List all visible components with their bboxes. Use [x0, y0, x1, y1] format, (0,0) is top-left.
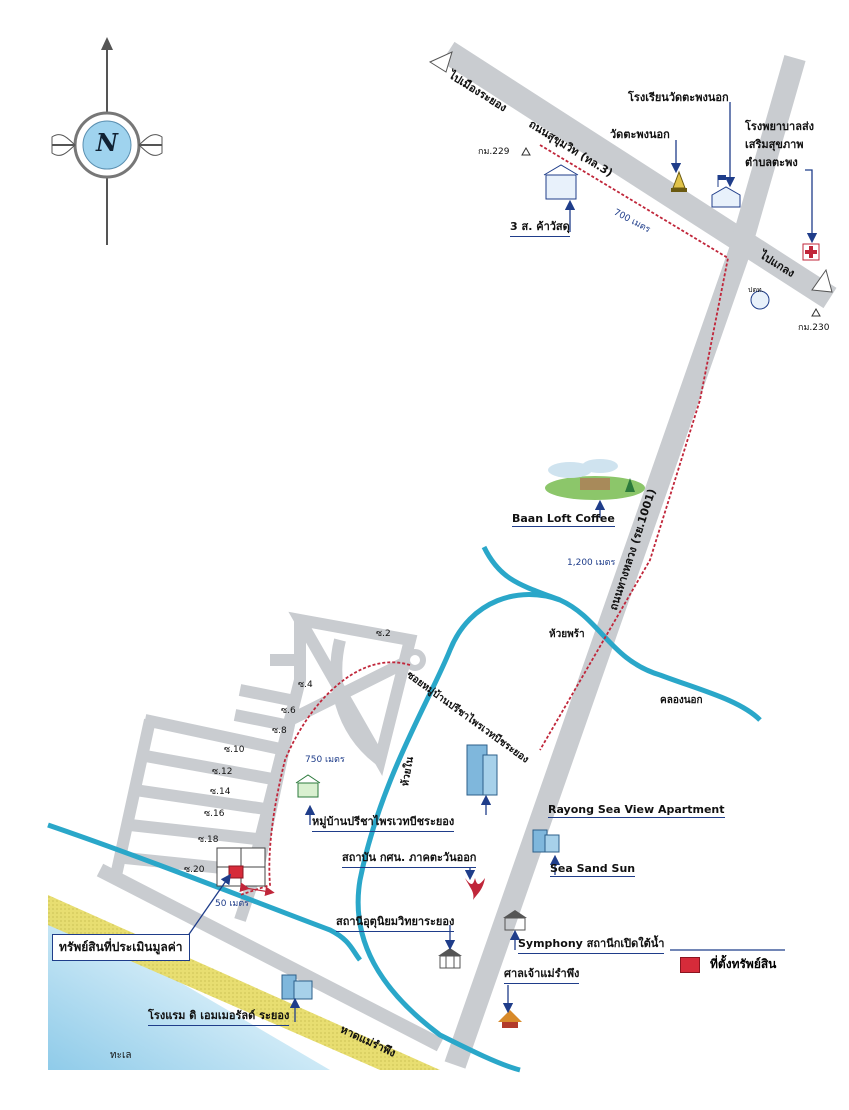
soi-14: ซ.14 [210, 787, 231, 797]
km-230-label: กม.230 [798, 323, 830, 333]
km-marker-icon [521, 146, 821, 317]
label-shop: 3 ส. ค้าวัสดุ [510, 217, 570, 237]
property-block [216, 847, 266, 887]
roundabout [404, 649, 426, 671]
label-hotel: โรงแรม ดิ เอมเมอรัลด์ ระยอง [148, 1006, 290, 1026]
shop-icon [543, 164, 579, 200]
school-icon [711, 175, 741, 208]
km-229-label: กม.229 [478, 147, 510, 157]
label-hospital: โรงพยาบาลส่งเสริมสุขภาพตำบลตะพง [745, 120, 815, 169]
temple-icon [671, 170, 687, 192]
label-science-school: สถานีอุตุนิยมวิทยาระยอง [336, 912, 455, 932]
label-agri-school: สถาบัน กศน. ภาคตะวันออก [342, 848, 477, 868]
label-ptt: ปตท. [748, 286, 764, 294]
village-road-network [109, 611, 418, 922]
soi-20: ซ.20 [184, 865, 205, 875]
label-temple: วัดตะพงนอก [610, 128, 670, 141]
label-coffee: Baan Loft Coffee [512, 512, 615, 527]
ptt-logo-icon [750, 290, 770, 310]
shrine-icon [498, 1010, 522, 1028]
hospital-icon [802, 243, 820, 261]
distance-50m-indicator [239, 882, 275, 896]
soi-6: ซ.6 [281, 706, 296, 716]
distance-750m: 750 เมตร [305, 755, 345, 765]
legend-swatch [680, 956, 700, 973]
soi-4: ซ.4 [298, 680, 313, 690]
property-marker[interactable] [228, 865, 244, 879]
label-shrine: ศาลเจ้าแม่รำพึง [504, 964, 580, 984]
arrow-to-rayong-icon [428, 51, 453, 73]
label-sea: ทะเล [110, 1050, 132, 1061]
soi-2: ซ.2 [376, 629, 391, 639]
soi-8: ซ.8 [272, 726, 287, 736]
compass-rose-icon [51, 37, 163, 245]
soi-12: ซ.12 [212, 767, 233, 777]
callout-lines [184, 102, 818, 1022]
village-house-icon [295, 774, 321, 798]
label-apartment: Rayong Sea View Apartment [548, 803, 725, 818]
river [355, 545, 762, 1073]
soi-16: ซ.16 [204, 809, 225, 819]
distance-50m: 50 เมตร [215, 899, 250, 909]
label-school: โรงเรียนวัดตะพงนอก [628, 91, 729, 104]
sukhumvit-road [441, 41, 837, 309]
distance-1200m: 1,200 เมตร [567, 558, 616, 568]
label-seasandsun: Sea Sand Sun [550, 862, 636, 877]
soi-18: ซ.18 [198, 835, 219, 845]
seasandsun-building-icon [532, 829, 560, 853]
legend-label: ที่ตั้งทรัพย์สิน [710, 957, 777, 971]
arrow-to-klaeng-icon [811, 268, 833, 293]
waterway-khlong-nok: คลองนอก [660, 695, 703, 706]
river-lower [47, 822, 362, 962]
coast-road [96, 863, 444, 1052]
soi-10: ซ.10 [224, 745, 245, 755]
label-village: หมู่บ้านปรีชาไพรเวทบีชระยอง [312, 812, 455, 832]
garuda-emblem-icon [465, 878, 485, 900]
legend: ที่ตั้งทรัพย์สิน [680, 955, 776, 974]
coffee-shop-icon [545, 459, 645, 500]
compass-letter: N [96, 128, 118, 157]
waterway-huai-phra: ห้วยพร้า [549, 629, 585, 640]
main-road [444, 54, 806, 1069]
label-symphony: Symphony สถานีกเปิดใต้น้ำ [518, 934, 665, 954]
government-building-icon [438, 948, 462, 969]
property-callout[interactable]: ทรัพย์สินที่ประเมินมูลค่า [52, 934, 190, 961]
apartment-building-icon [466, 744, 498, 796]
hotel-building-icon [281, 974, 313, 1000]
route-line [239, 144, 730, 896]
